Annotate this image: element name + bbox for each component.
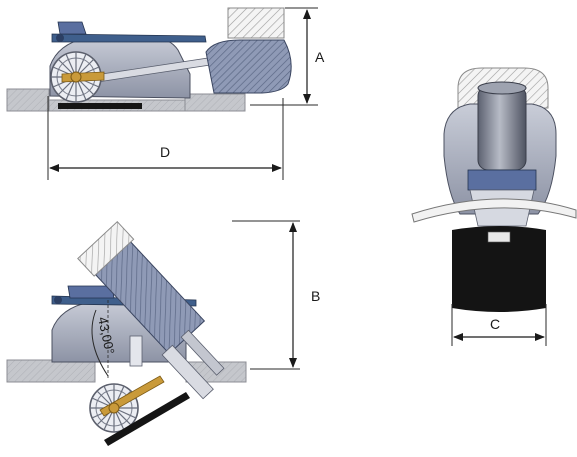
motor-assembly-angled (77, 220, 225, 400)
dimension-a-label: A (315, 49, 325, 65)
arm-bracket-2 (67, 285, 115, 299)
slotted-plate (129, 335, 143, 367)
upper-arm (51, 33, 207, 43)
side-view-stowed (6, 7, 292, 112)
dimension-b-label: B (311, 288, 320, 304)
motor-cylinder (477, 85, 527, 171)
arm-pivot (56, 34, 64, 42)
gear-housing (467, 169, 537, 191)
floor-right (184, 93, 246, 112)
angle-arc (91, 309, 109, 377)
wheel-2 (89, 375, 165, 433)
dimension-b: B (232, 220, 320, 370)
front-strap (411, 198, 577, 223)
skid-belt-2 (104, 392, 190, 446)
front-view (411, 67, 577, 312)
side-view-deployed: 43,00° (6, 220, 247, 446)
arm-pivot-2 (54, 296, 62, 304)
floor-left (6, 88, 50, 112)
arm-bracket (57, 21, 87, 35)
dimension-a: A (250, 7, 325, 106)
dimension-c: C (451, 304, 547, 346)
motor-block (205, 7, 292, 94)
dimension-d-label: D (160, 144, 170, 160)
dimension-d: D (47, 96, 284, 180)
skid-belt (58, 103, 142, 109)
dimension-c-label: C (490, 316, 500, 332)
belt-clip (487, 231, 511, 243)
floor-left-2 (6, 359, 96, 383)
wheel (50, 51, 105, 103)
front-belt (452, 226, 546, 312)
